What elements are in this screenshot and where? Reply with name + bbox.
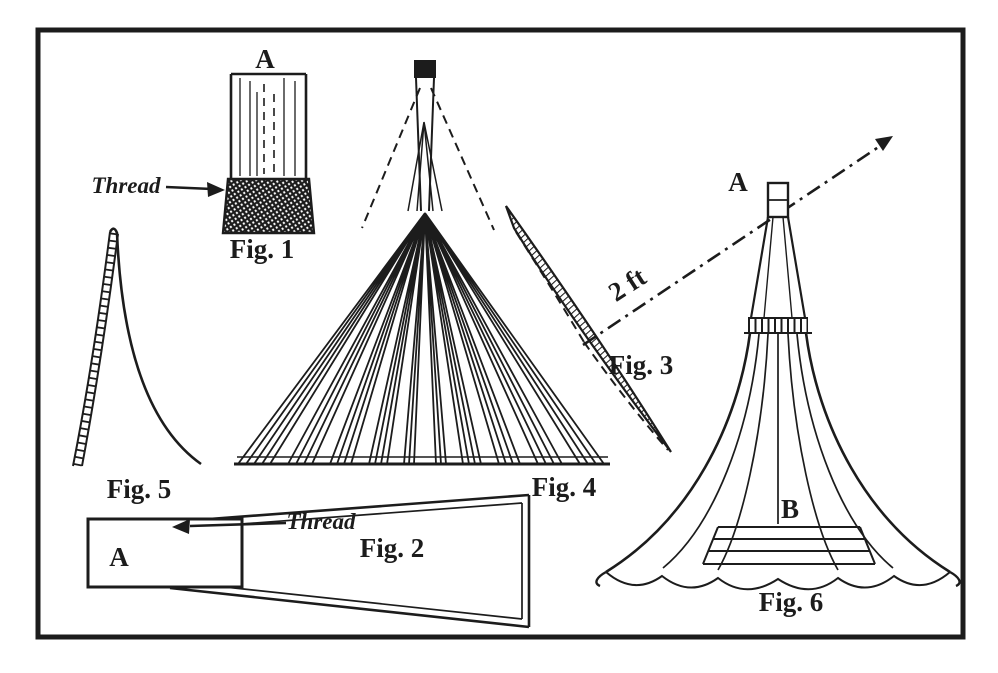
fig1-thread-label: Thread bbox=[92, 173, 162, 198]
fig2-part-a-label: A bbox=[109, 542, 129, 572]
fig2-thread-arrow-line bbox=[189, 521, 287, 528]
fig1-group: A Thread Fig. 1 bbox=[92, 44, 316, 264]
measure-arrow-line bbox=[582, 140, 887, 347]
fig4-pole-tip bbox=[414, 60, 436, 78]
measure-label: 2 ft bbox=[603, 261, 651, 307]
fig1-cylinder-shading bbox=[239, 78, 296, 176]
fig2-thread-arrowhead bbox=[172, 519, 190, 534]
fig6-part-a-label: A bbox=[728, 167, 748, 197]
fig3-dashed-edge bbox=[515, 231, 669, 451]
fig1-cylinder-outline bbox=[229, 72, 308, 179]
fig4-dashed-flare bbox=[361, 87, 495, 231]
fig6-base-slats bbox=[702, 526, 876, 565]
fig6-caption: Fig. 6 bbox=[759, 587, 824, 617]
fig5-edge-hatching bbox=[72, 232, 119, 467]
fig4-pole-sides bbox=[415, 77, 435, 212]
fig6-group: A B Fig. 6 bbox=[595, 167, 961, 617]
fig6-scalloped-hem bbox=[605, 571, 951, 591]
fig1-thread-arrow-line bbox=[165, 185, 213, 191]
fig2-caption: Fig. 2 bbox=[360, 533, 425, 563]
fig5-group: Fig. 5 bbox=[72, 227, 202, 504]
fig3-caption: Fig. 3 bbox=[609, 350, 674, 380]
fig1-cylinder-hidden-lines bbox=[263, 84, 275, 174]
fig6-hem-curls bbox=[595, 570, 961, 588]
fig2-stick bbox=[86, 517, 244, 589]
fig6-spire-seams bbox=[763, 216, 793, 319]
fig4-knot-fan bbox=[407, 121, 443, 212]
fig4-group: Fig. 4 bbox=[234, 60, 610, 502]
fig1-brush-tip bbox=[221, 177, 316, 235]
fig1-thread-arrowhead bbox=[207, 182, 225, 197]
diagram-border bbox=[35, 27, 966, 640]
fig1-caption: Fig. 1 bbox=[230, 234, 295, 264]
fig6-part-b-label: B bbox=[781, 494, 799, 524]
fig5-right-edge bbox=[108, 227, 202, 466]
measure-arrowhead bbox=[875, 136, 893, 151]
fig1-part-a-label: A bbox=[255, 44, 275, 74]
fig4-thread-strands bbox=[237, 212, 605, 465]
fig6-collar-edges bbox=[744, 317, 812, 334]
fig5-caption: Fig. 5 bbox=[107, 474, 172, 504]
fig6-canopy-seams bbox=[662, 333, 894, 571]
fig2-thread-label: Thread bbox=[287, 509, 357, 534]
fig6-spire-sides bbox=[749, 216, 807, 319]
fig3-group: Fig. 3 2 ft bbox=[504, 136, 893, 453]
fig2-group: A Thread Fig. 2 bbox=[86, 493, 531, 629]
fig3-blade bbox=[504, 205, 672, 453]
fig4-caption: Fig. 4 bbox=[532, 472, 597, 502]
fig6-canopy-outer-curves bbox=[605, 332, 951, 574]
